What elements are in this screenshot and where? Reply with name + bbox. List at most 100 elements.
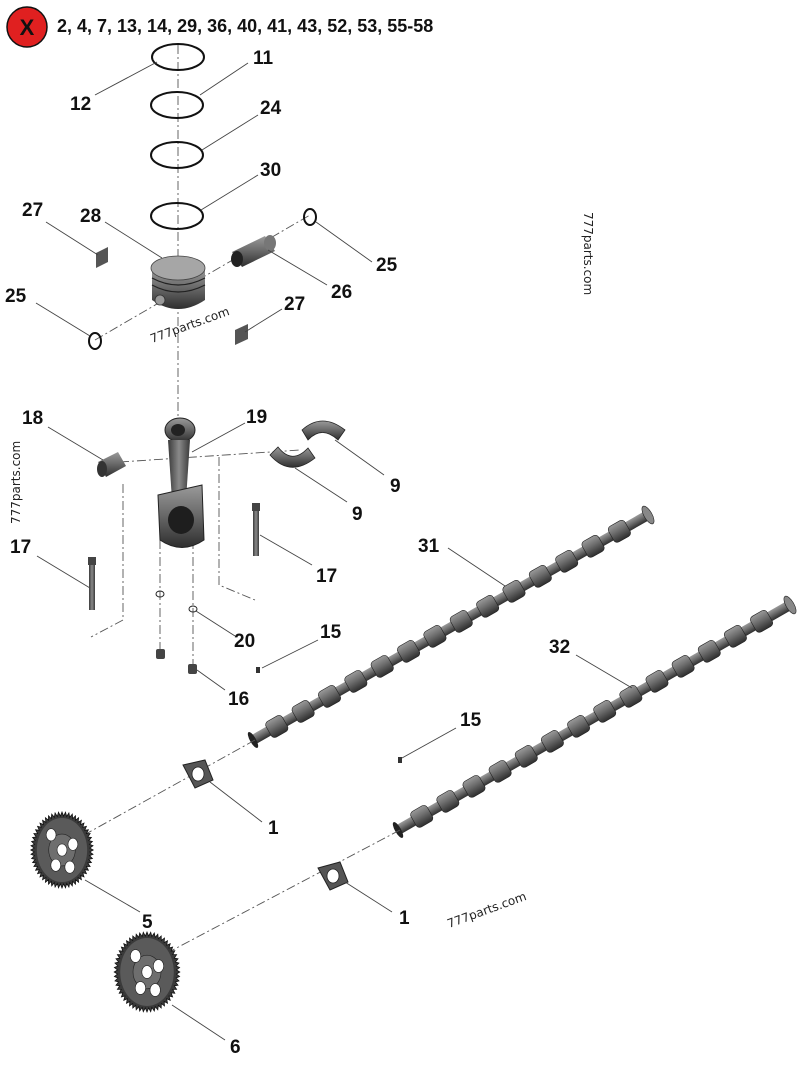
- cam-lobe: [436, 790, 460, 813]
- callout-17-left: 17: [10, 537, 31, 558]
- callout-6: 6: [230, 1037, 241, 1058]
- cam-lobe: [344, 670, 368, 693]
- gear-hole: [56, 843, 68, 857]
- circlip-left: [88, 332, 102, 350]
- cam-lobe: [265, 715, 289, 738]
- cam-lobe: [488, 760, 512, 783]
- gear-hole: [50, 858, 62, 872]
- callout-15-lower: 15: [460, 710, 482, 731]
- bolt-left: [88, 557, 96, 610]
- cam-lobe: [449, 610, 473, 633]
- callout-27-left: 27: [22, 200, 43, 221]
- callout-11: 11: [253, 48, 274, 69]
- cam-lobe: [619, 685, 643, 708]
- excluded-items-header: X 2, 4, 7, 13, 14, 29, 36, 40, 41, 43, 5…: [6, 6, 433, 48]
- cam-lobe: [567, 715, 590, 738]
- cam-lobe: [528, 565, 552, 588]
- pad-right: [235, 324, 248, 345]
- gear-hole: [152, 959, 164, 973]
- nut-right: [188, 664, 197, 674]
- piston-ring-top: [151, 43, 205, 71]
- small-end-bushing: [97, 452, 126, 477]
- callout-5: 5: [142, 912, 153, 933]
- callout-28: 28: [80, 206, 101, 227]
- callout-17-right: 17: [316, 566, 337, 587]
- key-lower: [398, 757, 402, 763]
- cam-lobe: [318, 685, 341, 708]
- piston-ring-2: [150, 91, 204, 119]
- washer-right: [188, 605, 198, 613]
- callout-32: 32: [549, 637, 570, 658]
- callout-15-upper: 15: [320, 622, 342, 643]
- callout-labels: 12 11 24 30 27 28 25 26 25 27 18 19 9 9 …: [5, 48, 570, 1058]
- cam-lobe: [462, 775, 486, 798]
- piston-pin: [231, 235, 276, 267]
- cam-lobe: [397, 640, 421, 663]
- gear-hole: [134, 981, 146, 995]
- thrust-plate-lower: [317, 861, 349, 891]
- callout-30: 30: [260, 160, 281, 181]
- cam-lobe: [410, 805, 434, 828]
- key-upper: [256, 667, 260, 673]
- piston-ring-4: [150, 202, 204, 230]
- cam-lobe: [540, 730, 564, 753]
- gear-hole: [64, 860, 76, 874]
- cam-lobe: [697, 640, 721, 663]
- circlip-right: [303, 208, 317, 226]
- camshaft-upper: [247, 505, 655, 748]
- watermark: 777parts.com: [581, 212, 595, 295]
- cam-lobe: [607, 519, 631, 543]
- callout-18: 18: [22, 408, 43, 429]
- gear-hole: [141, 965, 153, 979]
- callout-16: 16: [228, 689, 249, 710]
- x-icon-glyph: X: [20, 15, 35, 40]
- callout-12: 12: [70, 94, 91, 115]
- callout-20: 20: [234, 631, 255, 652]
- cam-lobe: [476, 595, 500, 618]
- cam-lobe: [370, 655, 394, 678]
- callout-24: 24: [260, 98, 282, 119]
- cam-lobe: [514, 745, 538, 768]
- cam-lobe: [671, 655, 695, 678]
- callout-26: 26: [331, 282, 352, 303]
- cam-lobe: [593, 700, 617, 723]
- callout-25-right: 25: [376, 255, 398, 276]
- cam-lobe: [750, 610, 773, 633]
- watermarks: 777parts.com 777parts.com 777parts.com 7…: [9, 212, 595, 931]
- bearing-lower: [269, 446, 316, 468]
- callout-1-lower: 1: [399, 908, 410, 929]
- cam-lobe: [581, 534, 605, 558]
- camshaft-lower: [392, 595, 797, 838]
- watermark: 777parts.com: [445, 889, 528, 931]
- callout-31: 31: [418, 536, 440, 557]
- pad-left: [96, 247, 108, 268]
- callout-27-right: 27: [284, 294, 305, 315]
- watermark: 777parts.com: [9, 441, 23, 524]
- gear-upper: [29, 810, 95, 890]
- callout-25-left: 25: [5, 286, 27, 307]
- cam-lobe: [723, 625, 747, 648]
- gear-hole: [130, 949, 142, 963]
- cam-lobe: [502, 580, 526, 603]
- thrust-plate-upper: [182, 759, 214, 789]
- cam-lobe: [291, 700, 315, 723]
- x-circle-icon: [6, 6, 48, 48]
- cam-lobe: [423, 625, 447, 648]
- piston: [150, 255, 206, 309]
- watermark: 777parts.com: [148, 304, 231, 346]
- cam-lobe: [645, 670, 669, 693]
- piston-ring-3: [150, 141, 204, 169]
- gear-hole: [149, 983, 161, 997]
- callout-19: 19: [246, 407, 267, 428]
- callout-9-lower: 9: [352, 504, 363, 525]
- callout-9-upper: 9: [390, 476, 401, 497]
- nut-left: [156, 649, 165, 659]
- cam-lobe: [555, 550, 579, 573]
- piston-rings: [150, 43, 205, 230]
- gear-lower: [113, 930, 181, 1014]
- gear-hole: [45, 828, 57, 842]
- callout-1-upper: 1: [268, 818, 279, 839]
- bearing-upper: [301, 420, 346, 441]
